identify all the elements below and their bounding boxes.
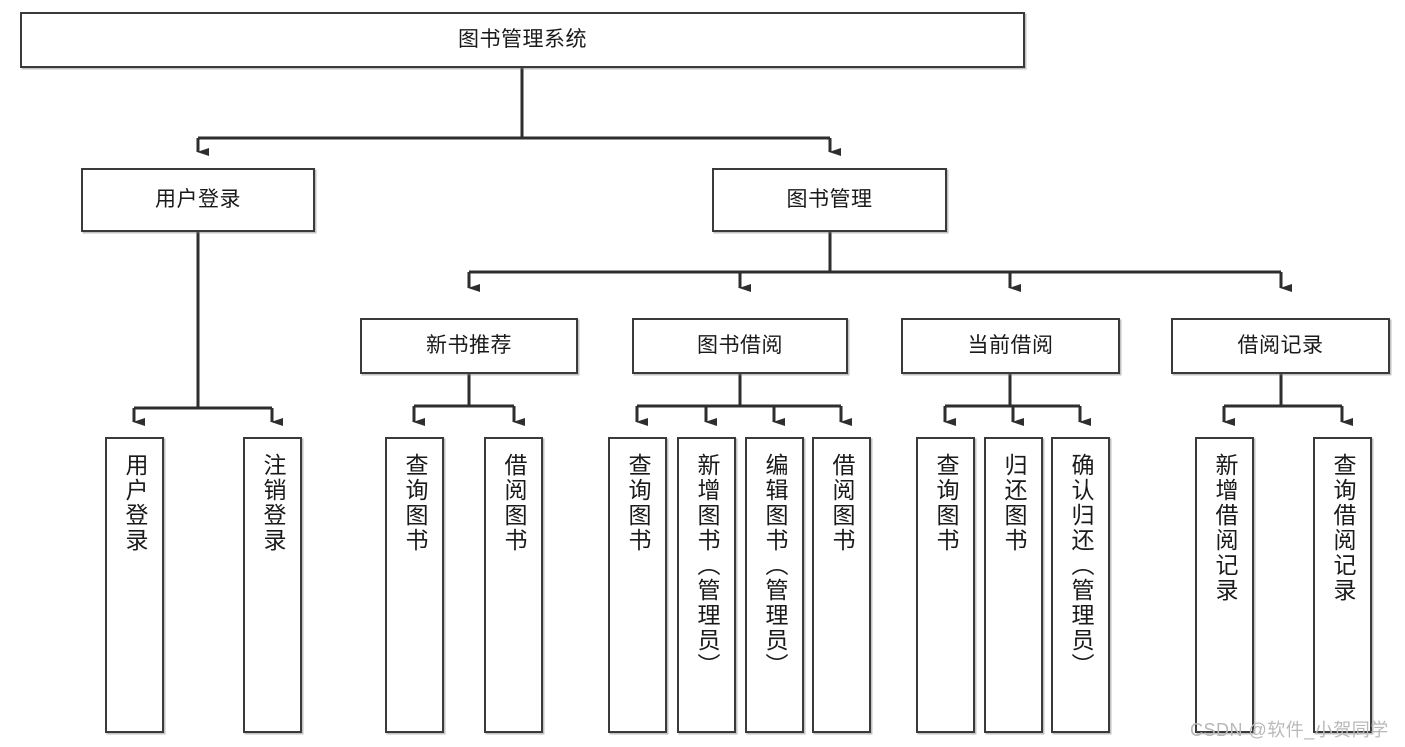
leaf-logout[interactable]: 注销登录 bbox=[243, 437, 302, 733]
leaf-query-book-3[interactable]: 查询图书 bbox=[916, 437, 975, 733]
leaf-user-login[interactable]: 用户登录 bbox=[105, 437, 164, 733]
leaf-edit-book-label: 编辑图书（管理员） bbox=[762, 453, 788, 678]
node-root-label: 图书管理系统 bbox=[458, 28, 587, 52]
node-new-book-recommend[interactable]: 新书推荐 bbox=[360, 318, 578, 374]
node-user-login[interactable]: 用户登录 bbox=[81, 168, 315, 232]
node-root[interactable]: 图书管理系统 bbox=[20, 12, 1025, 68]
leaf-logout-label: 注销登录 bbox=[260, 453, 286, 553]
leaf-borrow-book-2-label: 借阅图书 bbox=[829, 453, 855, 553]
node-new-book-recommend-label: 新书推荐 bbox=[426, 334, 512, 358]
leaf-borrow-book-2[interactable]: 借阅图书 bbox=[812, 437, 871, 733]
node-book-borrow-label: 图书借阅 bbox=[697, 334, 783, 358]
node-user-login-label: 用户登录 bbox=[155, 188, 241, 212]
node-borrow-record-label: 借阅记录 bbox=[1237, 334, 1324, 358]
leaf-query-book-1-label: 查询图书 bbox=[402, 453, 428, 553]
leaf-add-book[interactable]: 新增图书（管理员） bbox=[677, 437, 736, 733]
leaf-borrow-book-1[interactable]: 借阅图书 bbox=[484, 437, 543, 733]
leaf-query-book-2-label: 查询图书 bbox=[625, 453, 651, 553]
node-current-borrow-label: 当前借阅 bbox=[967, 334, 1054, 358]
leaf-return-book-label: 归还图书 bbox=[1001, 453, 1027, 553]
node-book-borrow[interactable]: 图书借阅 bbox=[632, 318, 848, 374]
node-book-management[interactable]: 图书管理 bbox=[712, 168, 947, 232]
leaf-return-book[interactable]: 归还图书 bbox=[984, 437, 1043, 733]
leaf-add-record-label: 新增借阅记录 bbox=[1212, 453, 1238, 603]
csdn-watermark: CSDN @软件_小贺同学 bbox=[1190, 720, 1389, 740]
leaf-add-record[interactable]: 新增借阅记录 bbox=[1195, 437, 1254, 733]
leaf-confirm-return-label: 确认归还（管理员） bbox=[1068, 453, 1094, 678]
node-borrow-record[interactable]: 借阅记录 bbox=[1171, 318, 1390, 374]
leaf-user-login-label: 用户登录 bbox=[122, 453, 148, 553]
leaf-edit-book[interactable]: 编辑图书（管理员） bbox=[745, 437, 804, 733]
leaf-borrow-book-1-label: 借阅图书 bbox=[501, 453, 527, 553]
leaf-query-record[interactable]: 查询借阅记录 bbox=[1313, 437, 1372, 733]
leaf-query-record-label: 查询借阅记录 bbox=[1330, 453, 1356, 603]
leaf-add-book-label: 新增图书（管理员） bbox=[694, 453, 720, 678]
leaf-query-book-2[interactable]: 查询图书 bbox=[608, 437, 667, 733]
leaf-query-book-3-label: 查询图书 bbox=[933, 453, 959, 553]
node-current-borrow[interactable]: 当前借阅 bbox=[901, 318, 1120, 374]
leaf-query-book-1[interactable]: 查询图书 bbox=[385, 437, 444, 733]
node-book-management-label: 图书管理 bbox=[786, 188, 873, 212]
leaf-confirm-return[interactable]: 确认归还（管理员） bbox=[1051, 437, 1110, 733]
